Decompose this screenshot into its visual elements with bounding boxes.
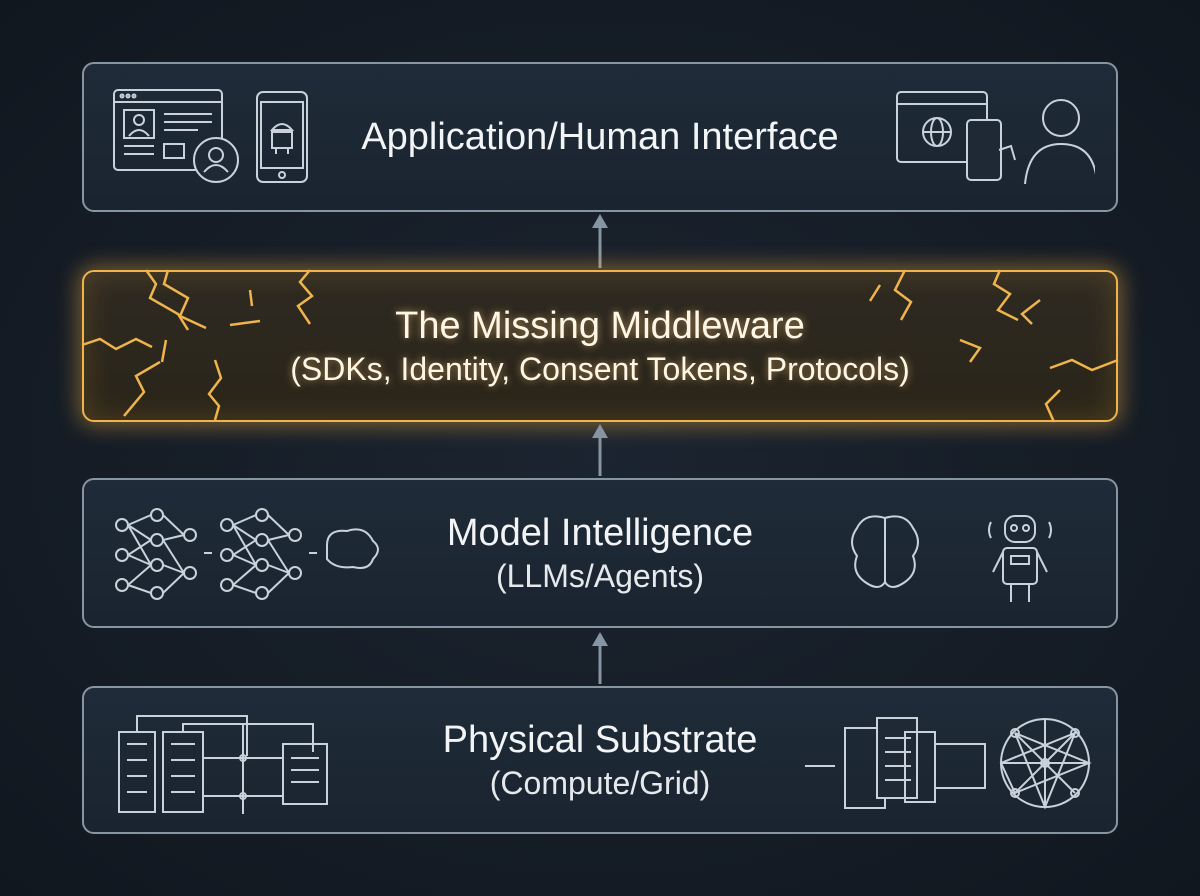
layer-title: The Missing Middleware xyxy=(395,305,805,347)
web-touch-user-icon xyxy=(895,90,1095,186)
brain-icon xyxy=(850,510,920,600)
layer-subtitle: (Compute/Grid) xyxy=(489,765,711,801)
robot-icon xyxy=(985,508,1055,608)
layer-subtitle: (LLMs/Agents) xyxy=(495,558,705,594)
layer-application-human-interface: Application/Human Interface xyxy=(82,62,1118,212)
server-network-icon xyxy=(115,708,375,818)
layer-physical-substrate: Physical Substrate (Compute/Grid) xyxy=(82,686,1118,834)
layer-title: Physical Substrate xyxy=(442,719,758,761)
layer-title: Model Intelligence xyxy=(446,512,754,554)
layer-subtitle: (SDKs, Identity, Consent Tokens, Protoco… xyxy=(290,351,910,387)
arrow-up-icon xyxy=(590,424,610,476)
web-profile-icon xyxy=(112,88,242,188)
datacenter-mesh-icon xyxy=(805,708,1095,818)
layer-model-intelligence: Model Intelligence (LLMs/Agents) xyxy=(82,478,1118,628)
arrow-up-icon xyxy=(590,632,610,684)
arrow-up-icon xyxy=(590,214,610,268)
android-phone-icon xyxy=(255,90,309,186)
layer-title: Application/Human Interface xyxy=(361,116,839,158)
layer-missing-middleware: The Missing Middleware (SDKs, Identity, … xyxy=(82,270,1118,422)
neural-network-icon xyxy=(112,505,382,605)
